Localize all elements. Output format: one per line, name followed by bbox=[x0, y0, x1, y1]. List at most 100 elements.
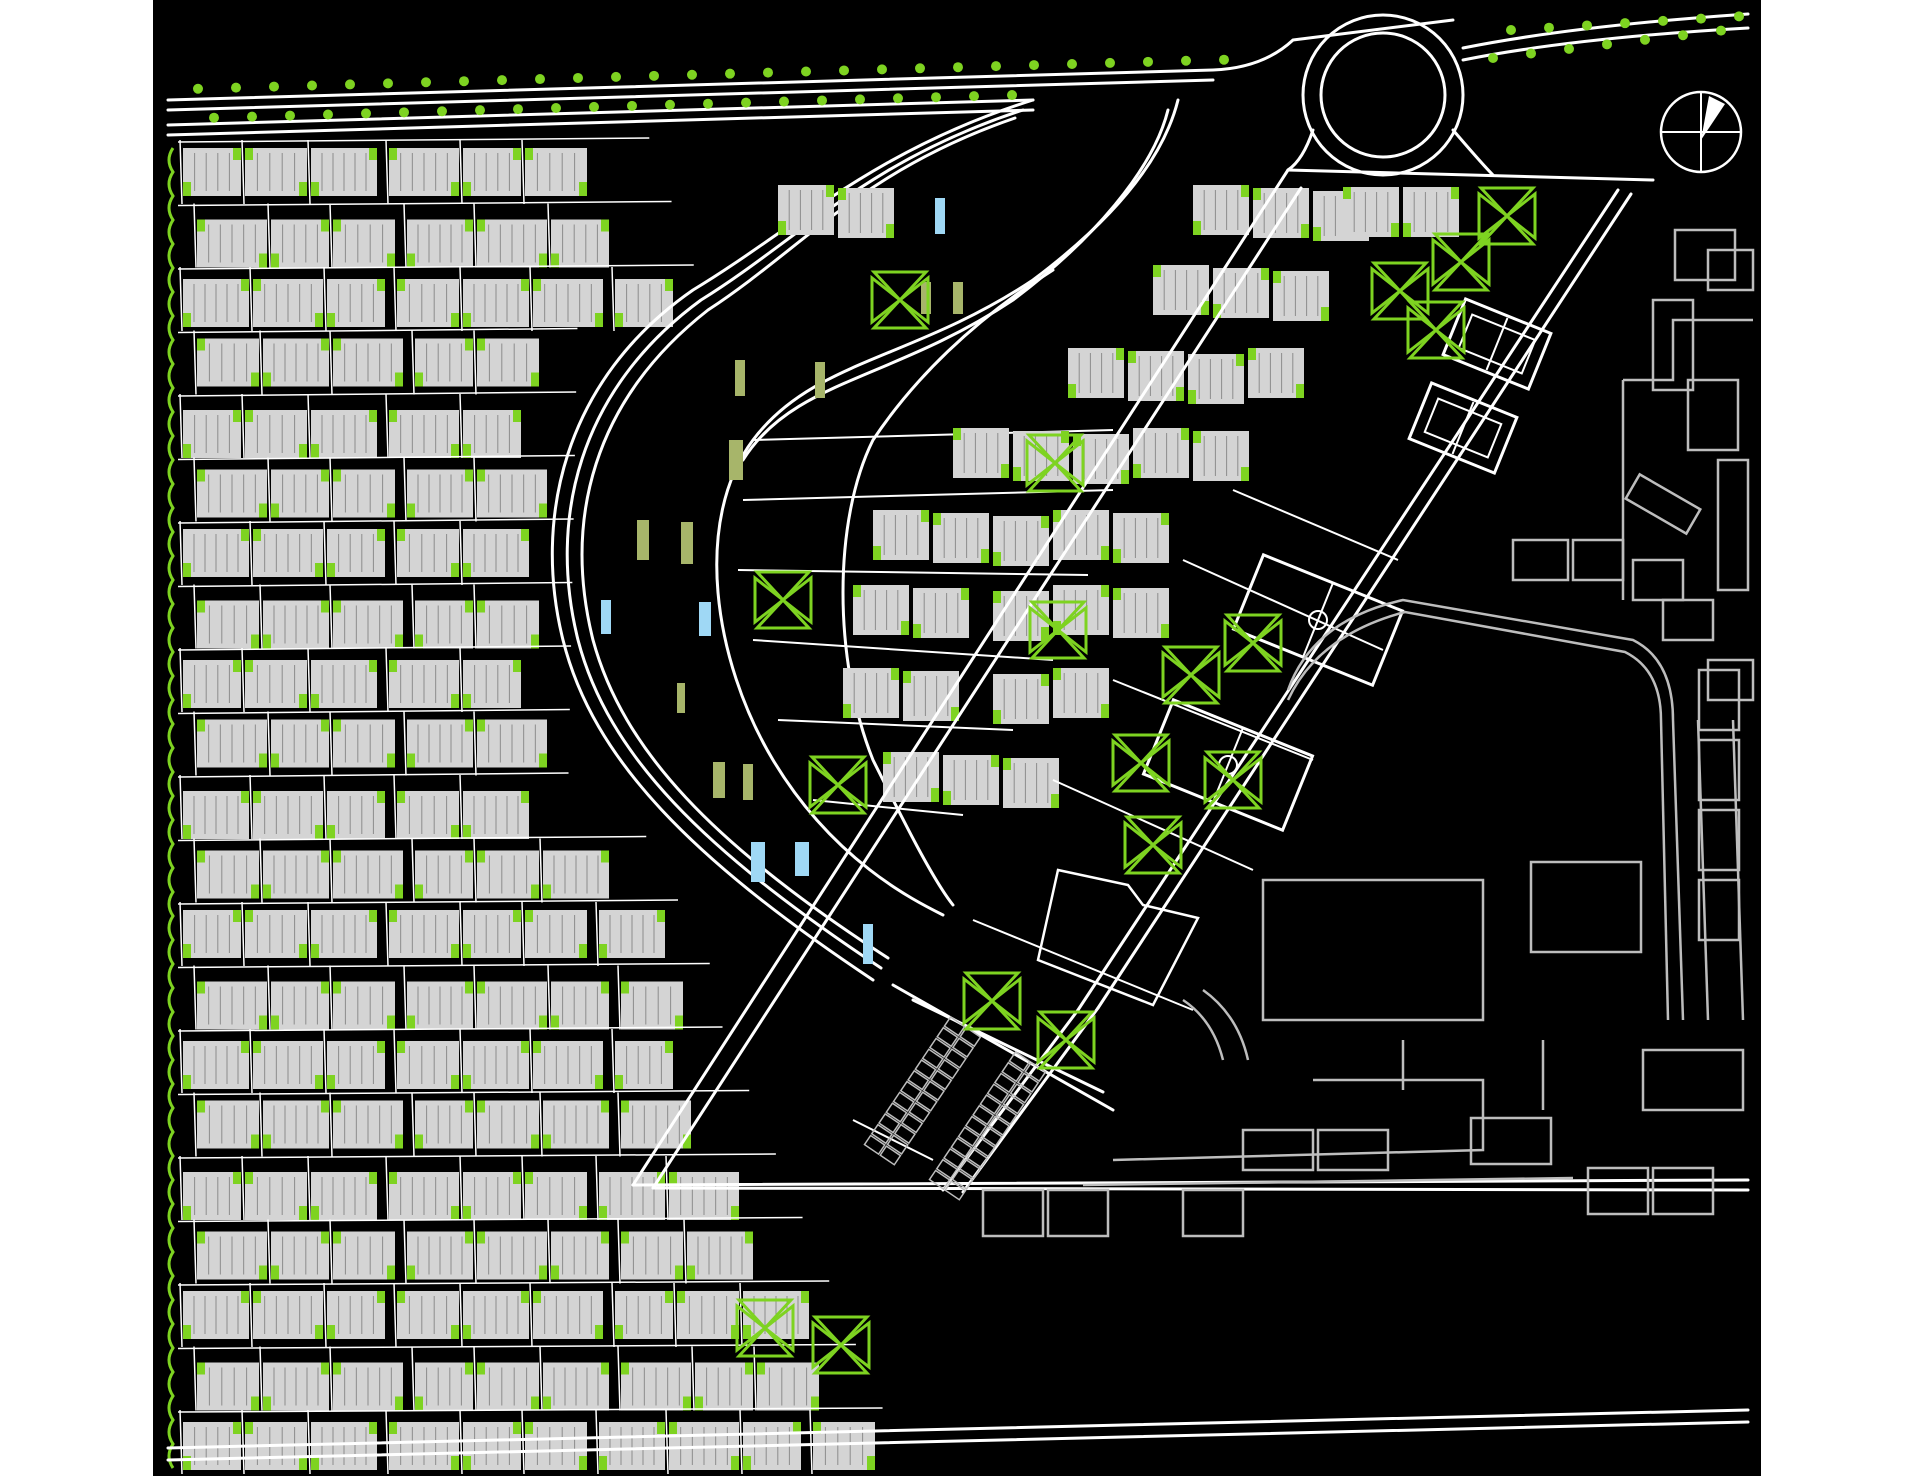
house-unit bbox=[197, 719, 267, 768]
house-unit bbox=[327, 529, 385, 577]
house-unit bbox=[407, 469, 473, 518]
street-tree-icon bbox=[627, 100, 637, 111]
house-unit bbox=[778, 185, 834, 235]
house-unit bbox=[838, 188, 894, 238]
house-unit bbox=[415, 600, 473, 649]
house-unit bbox=[477, 600, 539, 649]
house-unit bbox=[253, 791, 323, 839]
tree-cluster-icon bbox=[1025, 433, 1085, 493]
house-unit bbox=[311, 148, 377, 196]
street-tree-icon bbox=[399, 107, 409, 118]
house-unit bbox=[327, 279, 385, 327]
house-unit bbox=[183, 279, 249, 327]
house-unit bbox=[389, 148, 459, 196]
house-unit bbox=[397, 1041, 459, 1089]
house-unit bbox=[463, 148, 521, 196]
house-unit bbox=[333, 469, 395, 518]
tree-cluster-icon bbox=[735, 1298, 795, 1358]
house-unit bbox=[263, 850, 329, 899]
water-features bbox=[601, 198, 963, 964]
house-unit bbox=[271, 1231, 329, 1280]
landscape-trees bbox=[735, 186, 1537, 1375]
street-tree-icon bbox=[649, 70, 659, 81]
street-tree-icon bbox=[725, 68, 735, 79]
residential-north-east bbox=[778, 185, 1459, 808]
house-unit bbox=[615, 1291, 673, 1339]
parking-block bbox=[863, 1015, 982, 1166]
house-unit bbox=[463, 529, 529, 577]
street-tree-icon bbox=[801, 66, 811, 77]
house-unit bbox=[463, 910, 521, 958]
existing-neighbourhood-east bbox=[981, 228, 1755, 1238]
house-unit bbox=[1003, 758, 1059, 808]
street-tree-icon bbox=[1564, 43, 1574, 54]
street-tree-icon bbox=[1219, 54, 1229, 65]
street-tree-icon bbox=[535, 74, 545, 85]
house-unit bbox=[993, 674, 1049, 724]
house-unit bbox=[183, 529, 249, 577]
street-tree-icon bbox=[817, 95, 827, 106]
house-unit bbox=[687, 1231, 753, 1280]
street-tree-icon bbox=[1007, 90, 1017, 101]
house-unit bbox=[993, 516, 1049, 566]
house-unit bbox=[1188, 354, 1244, 404]
house-unit bbox=[271, 981, 329, 1030]
house-unit bbox=[463, 660, 521, 708]
house-unit bbox=[327, 1291, 385, 1339]
house-unit bbox=[263, 1362, 329, 1411]
house-unit bbox=[463, 791, 529, 839]
street-tree-icon bbox=[915, 63, 925, 74]
street-tree-icon bbox=[383, 78, 393, 89]
street-tree-icon bbox=[763, 67, 773, 78]
house-unit bbox=[407, 219, 473, 268]
house-unit bbox=[197, 219, 267, 268]
street-tree-row bbox=[193, 11, 1744, 123]
house-unit bbox=[551, 1231, 609, 1280]
house-unit bbox=[533, 1041, 603, 1089]
street-tree-icon bbox=[285, 110, 295, 121]
house-unit bbox=[197, 850, 259, 899]
tree-cluster-icon bbox=[1161, 645, 1221, 705]
house-unit bbox=[183, 148, 241, 196]
site-plan-frame bbox=[153, 0, 1761, 1476]
street-tree-icon bbox=[1526, 48, 1536, 59]
house-unit bbox=[477, 219, 547, 268]
house-unit bbox=[183, 1291, 249, 1339]
house-unit bbox=[197, 338, 259, 387]
house-unit bbox=[621, 981, 683, 1030]
street-tree-icon bbox=[513, 104, 523, 115]
house-unit bbox=[533, 1291, 603, 1339]
street-tree-icon bbox=[1696, 13, 1706, 24]
house-unit bbox=[757, 1362, 819, 1411]
house-unit bbox=[183, 660, 241, 708]
tree-cluster-icon bbox=[1028, 600, 1088, 660]
house-unit bbox=[311, 1422, 377, 1470]
tree-cluster-icon bbox=[1406, 300, 1466, 360]
street-tree-icon bbox=[991, 61, 1001, 72]
house-unit bbox=[1113, 513, 1169, 563]
street-tree-icon bbox=[269, 81, 279, 92]
street-tree-icon bbox=[741, 97, 751, 108]
house-unit bbox=[333, 600, 403, 649]
street-tree-icon bbox=[345, 79, 355, 90]
house-unit bbox=[407, 981, 473, 1030]
house-unit bbox=[543, 1100, 609, 1149]
house-unit bbox=[415, 850, 473, 899]
street-tree-icon bbox=[361, 108, 371, 119]
house-unit bbox=[397, 279, 459, 327]
house-unit bbox=[463, 1422, 521, 1470]
street-tree-icon bbox=[779, 96, 789, 107]
street-tree-icon bbox=[1506, 25, 1516, 35]
house-unit bbox=[333, 338, 403, 387]
tree-cluster-icon bbox=[1370, 261, 1430, 321]
street-tree-icon bbox=[589, 101, 599, 112]
house-unit bbox=[263, 338, 329, 387]
house-unit bbox=[477, 981, 547, 1030]
house-unit bbox=[333, 719, 395, 768]
house-unit bbox=[245, 410, 307, 458]
house-unit bbox=[1273, 271, 1329, 321]
house-unit bbox=[477, 469, 547, 518]
house-unit bbox=[1068, 348, 1124, 398]
house-unit bbox=[197, 1231, 267, 1280]
street-tree-icon bbox=[193, 83, 203, 94]
